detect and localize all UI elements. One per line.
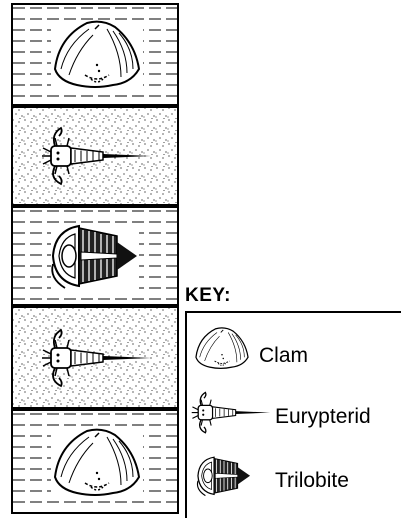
layer-1-shale-clam bbox=[11, 3, 179, 106]
clam-fossil-icon bbox=[51, 21, 143, 87]
clam-icon bbox=[196, 328, 248, 369]
rock-column bbox=[11, 3, 179, 514]
key-box: Clam Eurypterid Trilobite bbox=[185, 311, 401, 518]
layer-5-shale-clam bbox=[11, 409, 179, 514]
layer-2-sandstone-eurypterid bbox=[11, 106, 179, 206]
trilobite-icon bbox=[197, 457, 250, 495]
layer-3-shale-trilobite bbox=[11, 206, 179, 306]
trilobite-fossil-icon bbox=[51, 224, 139, 290]
key-title: KEY: bbox=[185, 285, 231, 307]
key-label-eurypterid: Eurypterid bbox=[275, 405, 371, 429]
clam-fossil-icon bbox=[51, 429, 143, 495]
eurypterid-icon bbox=[192, 392, 270, 432]
layer-4-sandstone-eurypterid bbox=[11, 306, 179, 409]
key-label-clam: Clam bbox=[259, 344, 308, 368]
key-label-trilobite: Trilobite bbox=[275, 469, 349, 493]
